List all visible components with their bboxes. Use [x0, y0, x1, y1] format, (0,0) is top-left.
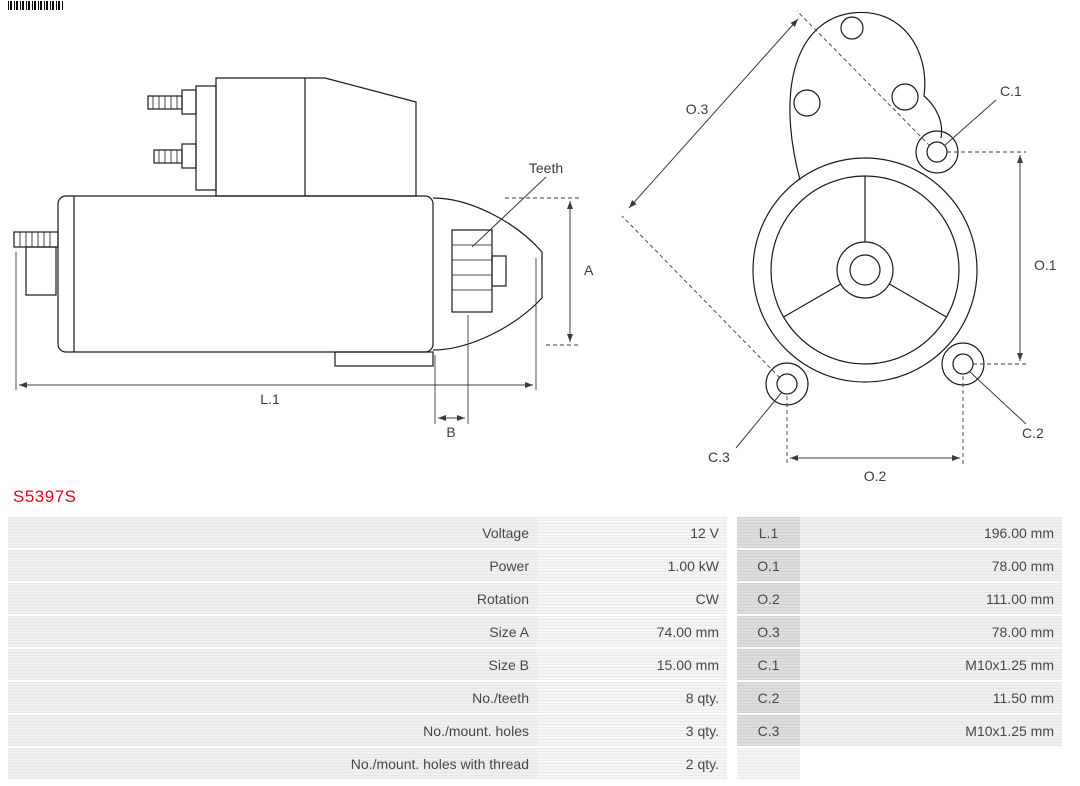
spec-row: Power 1.00 kW O.1 78.00 mm: [8, 550, 1062, 581]
dim-code: C.2: [737, 682, 800, 713]
hole-c1-label: C.1: [1000, 83, 1022, 99]
teeth-label: Teeth: [529, 160, 563, 176]
spec-value: CW: [537, 583, 727, 614]
spec-table: Voltage 12 V L.1 196.00 mm Power 1.00 kW…: [8, 517, 1062, 781]
spec-value: 15.00 mm: [537, 649, 727, 680]
dim-value: 196.00 mm: [800, 517, 1062, 548]
spec-value: 2 qty.: [537, 748, 727, 779]
spec-row: No./mount. holes with thread 2 qty.: [8, 748, 1062, 779]
spec-value: 12 V: [537, 517, 727, 548]
dim-value: 11.50 mm: [800, 682, 1062, 713]
side-view: Teeth A L.1 B: [13, 77, 594, 440]
spec-label: Voltage: [8, 517, 537, 548]
hole-c3-label: C.3: [708, 449, 730, 465]
spec-label: Power: [8, 550, 537, 581]
dim-b-label: B: [446, 424, 455, 440]
front-view: C.1 C.2 C.3 O.1 O.2 O.3: [621, 10, 1057, 484]
dim-code: O.3: [737, 616, 800, 647]
spec-value: 3 qty.: [537, 715, 727, 746]
dim-value: [800, 748, 1062, 779]
hole-c2-label: C.2: [1022, 425, 1044, 441]
dim-o1-label: O.1: [1034, 257, 1057, 273]
barcode: [8, 1, 64, 10]
spec-value: 1.00 kW: [537, 550, 727, 581]
spec-value: 74.00 mm: [537, 616, 727, 647]
dim-code: O.2: [737, 583, 800, 614]
spec-label: No./mount. holes: [8, 715, 537, 746]
dim-l1-label: L.1: [260, 391, 280, 407]
dim-value: M10x1.25 mm: [800, 649, 1062, 680]
dim-value: M10x1.25 mm: [800, 715, 1062, 746]
spec-value: 8 qty.: [537, 682, 727, 713]
spec-label: Size B: [8, 649, 537, 680]
dim-o3-label: O.3: [686, 101, 709, 117]
spec-row: No./mount. holes 3 qty. C.3 M10x1.25 mm: [8, 715, 1062, 746]
dim-value: 78.00 mm: [800, 550, 1062, 581]
dim-code: C.1: [737, 649, 800, 680]
spec-row: Voltage 12 V L.1 196.00 mm: [8, 517, 1062, 548]
spec-row: Size B 15.00 mm C.1 M10x1.25 mm: [8, 649, 1062, 680]
spec-label: No./teeth: [8, 682, 537, 713]
part-number: S5397S: [13, 487, 77, 506]
dim-code: L.1: [737, 517, 800, 548]
spec-row: Size A 74.00 mm O.3 78.00 mm: [8, 616, 1062, 647]
spec-row: Rotation CW O.2 111.00 mm: [8, 583, 1062, 614]
spec-label: No./mount. holes with thread: [8, 748, 537, 779]
spec-label: Size A: [8, 616, 537, 647]
dim-code: O.1: [737, 550, 800, 581]
dim-a-label: A: [584, 262, 594, 278]
dim-code: [737, 748, 800, 779]
spec-row: No./teeth 8 qty. C.2 11.50 mm: [8, 682, 1062, 713]
dim-value: 78.00 mm: [800, 616, 1062, 647]
dim-value: 111.00 mm: [800, 583, 1062, 614]
technical-drawing: Teeth A L.1 B: [13, 10, 1057, 484]
spec-label: Rotation: [8, 583, 537, 614]
dim-code: C.3: [737, 715, 800, 746]
dim-o2-label: O.2: [864, 468, 887, 484]
